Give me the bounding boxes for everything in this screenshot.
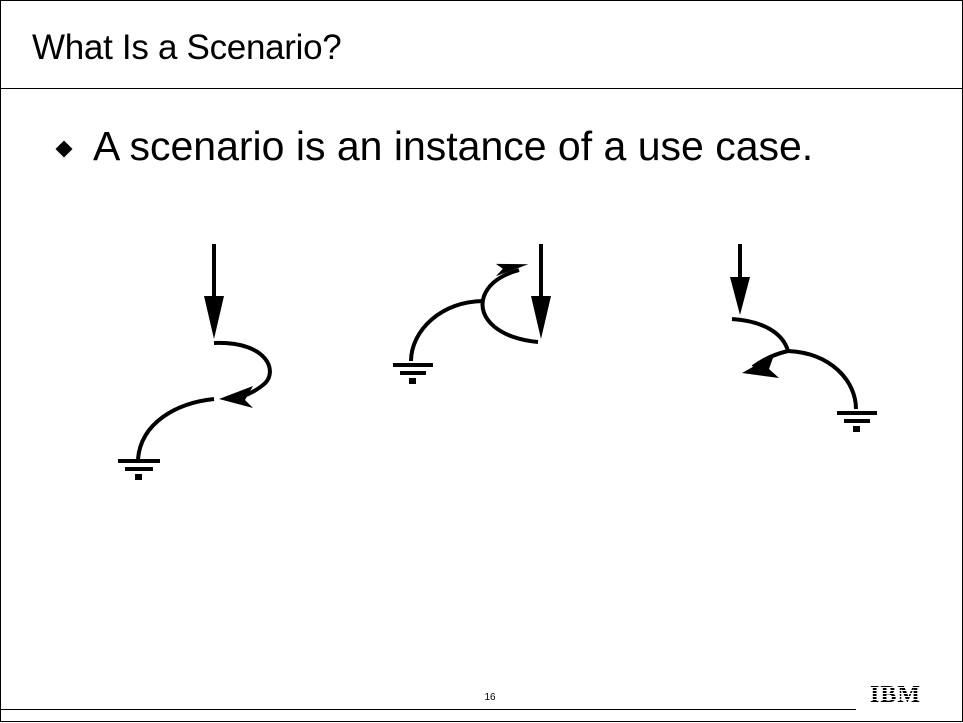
entry-arrow-icon <box>730 244 750 315</box>
arrowhead-icon <box>219 386 253 408</box>
footer-divider <box>1 709 856 710</box>
ground-terminal-icon <box>118 459 160 480</box>
slide-title: What Is a Scenario? <box>32 28 342 67</box>
entry-arrow-icon <box>204 244 224 339</box>
ibm-logo-text: IBM <box>870 682 921 706</box>
scenario-curve <box>136 397 215 460</box>
ground-terminal-icon <box>393 363 433 384</box>
scenario-curve <box>787 349 858 410</box>
ground-terminal-icon <box>837 411 877 432</box>
page-number: 16 <box>484 692 496 703</box>
scenario-3 <box>730 244 877 432</box>
bullet-text: A scenario is an instance of a use case. <box>93 123 814 169</box>
entry-arrow-icon <box>531 244 551 339</box>
scenario-curve <box>409 299 485 362</box>
scenario-2 <box>393 244 551 384</box>
scenario-1 <box>118 244 272 480</box>
ibm-logo: IBM <box>870 682 921 706</box>
scenario-curve <box>731 317 790 352</box>
loop-curve <box>480 268 539 344</box>
branch-curve <box>751 349 789 369</box>
arrowhead-icon <box>742 355 779 378</box>
bullet-item: A scenario is an instance of a use case. <box>55 122 814 170</box>
title-bar: What Is a Scenario? <box>1 1 962 89</box>
arrowhead-icon <box>495 263 529 277</box>
